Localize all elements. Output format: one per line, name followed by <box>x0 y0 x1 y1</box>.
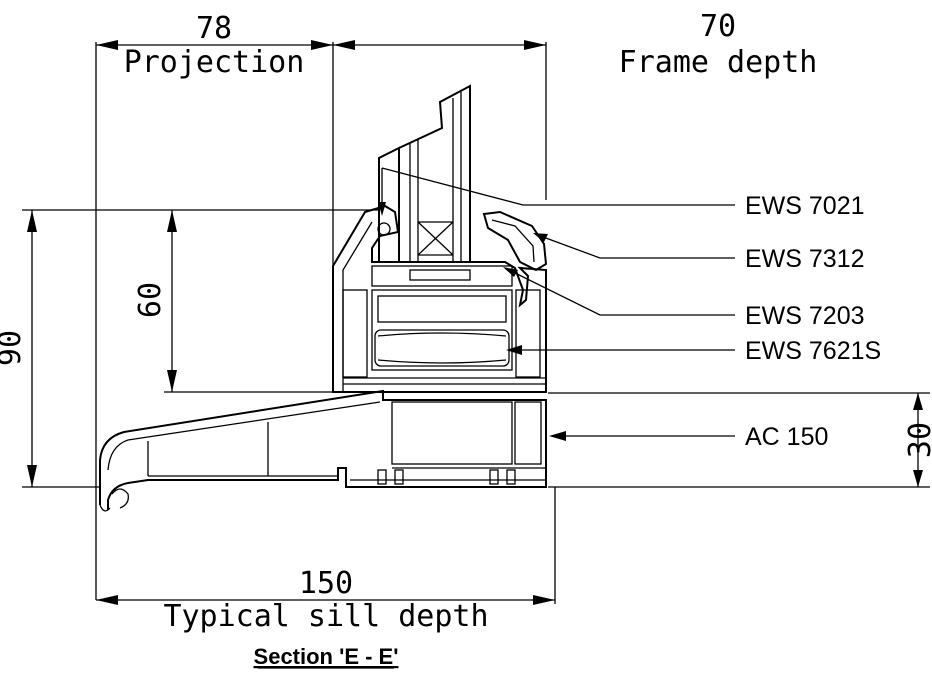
callout-ews-7203: EWS 7203 <box>745 302 865 330</box>
frame-depth-dimension: 70 Frame depth <box>332 9 818 392</box>
height-60-value: 60 <box>133 282 168 318</box>
projection-value: 78 <box>196 11 232 46</box>
sill-profile <box>99 389 547 512</box>
callout-ac-150: AC 150 <box>745 423 828 451</box>
height-90-dimension: 90 <box>0 209 380 488</box>
frame-depth-label: Frame depth <box>619 45 818 80</box>
leader-ac-150 <box>549 431 735 441</box>
callout-ews-7021: EWS 7021 <box>745 192 865 220</box>
section-caption: Section 'E - E' <box>254 644 399 669</box>
height-30-value: 30 <box>903 422 932 458</box>
height-60-dimension: 60 <box>133 210 340 393</box>
leader-ews-7312 <box>533 233 735 259</box>
height-30-dimension: 30 <box>548 392 932 488</box>
glazing-unit <box>378 84 471 262</box>
frame-depth-value: 70 <box>700 9 736 44</box>
leader-ews-7621s <box>506 345 735 355</box>
leader-ews-7203 <box>503 267 735 316</box>
height-90-value: 90 <box>0 330 28 366</box>
projection-label: Projection <box>124 45 305 80</box>
leader-ews-7021 <box>378 167 735 216</box>
callout-ews-7312: EWS 7312 <box>745 245 865 273</box>
callout-ews-7621s: EWS 7621S <box>745 337 881 365</box>
projection-dimension: 78 Projection <box>95 11 333 600</box>
sill-depth-value: 150 <box>299 566 353 601</box>
sill-depth-dimension: 150 Typical sill depth <box>96 487 556 634</box>
sill-depth-label: Typical sill depth <box>163 599 488 634</box>
frame-profile <box>332 204 548 393</box>
